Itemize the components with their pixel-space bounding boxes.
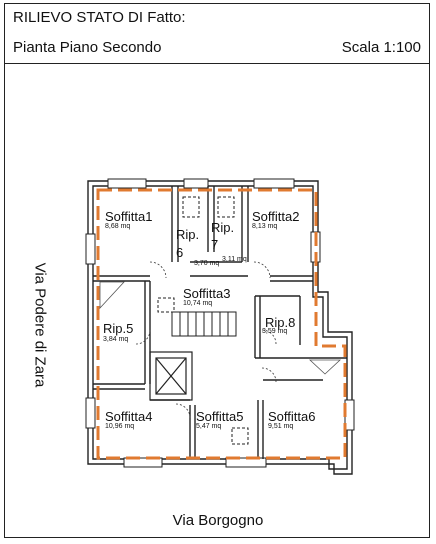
- room-label-rip6: Rip.: [176, 227, 200, 242]
- room-label-soffitta2: Soffitta2: [252, 209, 300, 224]
- header-divider: [5, 63, 429, 64]
- windows: [85, 178, 355, 468]
- door-swing: [149, 261, 167, 279]
- property-boundary: [96, 188, 347, 460]
- room-label-rip8: Rip.8: [265, 315, 296, 330]
- staircase: [171, 311, 237, 337]
- hatch: [99, 281, 125, 310]
- room-area-corridor-a: 3,70 mq: [194, 260, 220, 267]
- shaft-cross: [155, 357, 187, 395]
- drawing-frame: RILIEVO STATO DI Fatto: Pianta Piano Sec…: [4, 3, 430, 538]
- room-area-soffitta3: 10,74 mq: [183, 300, 213, 307]
- room-label-soffitta4: Soffitta4: [105, 409, 153, 424]
- window: [85, 233, 96, 265]
- door-swing: [175, 403, 191, 419]
- skylight: [231, 427, 249, 445]
- elevator-shaft: [149, 351, 193, 401]
- room-area-rip5: 3,84 mq: [103, 336, 129, 343]
- room-label-soffitta1: Soffitta1: [105, 209, 153, 224]
- skylight: [182, 196, 200, 218]
- room-area-soffitta5: 5,47 mq: [196, 423, 222, 430]
- hatch: [308, 359, 342, 375]
- window: [123, 457, 163, 468]
- room-label-soffitta5: Soffitta5: [196, 409, 244, 424]
- room-label-soffitta3: Soffitta3: [183, 286, 231, 301]
- room-area-rip8: 3,59 mq: [262, 328, 288, 335]
- door-swing: [253, 261, 271, 279]
- window: [85, 397, 96, 429]
- room-label-rip7: Rip.: [211, 220, 235, 235]
- window: [107, 178, 147, 189]
- skylight: [217, 196, 235, 218]
- drawing-scale: Scala 1:100: [341, 39, 421, 56]
- room-area-soffitta6: 9,51 mq: [268, 423, 294, 430]
- room-label-rip5: Rip.5: [103, 321, 134, 336]
- room-number-rip7: 7: [211, 237, 219, 252]
- window: [183, 178, 209, 189]
- door-swing: [261, 367, 277, 383]
- street-bottom-label: Via Borgogno: [172, 512, 264, 529]
- shaft-inner: [155, 357, 187, 395]
- room-number-rip6: 6: [176, 245, 184, 260]
- drawing-title: RILIEVO STATO DI Fatto:: [13, 9, 186, 26]
- door-swing: [135, 329, 151, 345]
- room-area-soffitta1: 8,68 mq: [105, 223, 131, 230]
- skylight: [157, 297, 175, 313]
- room-label-soffitta6: Soffitta6: [268, 409, 316, 424]
- room-area-corridor-b: 3,11 mq: [222, 256, 247, 263]
- roof-hatches: [99, 281, 342, 375]
- shaft-outer: [149, 351, 193, 401]
- room-area-soffitta2: 8,13 mq: [252, 223, 278, 230]
- window: [253, 178, 295, 189]
- drawing-subtitle: Pianta Piano Secondo: [13, 39, 162, 56]
- room-area-soffitta4: 10,96 mq: [105, 423, 135, 430]
- skylights: [157, 196, 249, 445]
- doors: [135, 261, 277, 419]
- door-swing: [261, 329, 277, 345]
